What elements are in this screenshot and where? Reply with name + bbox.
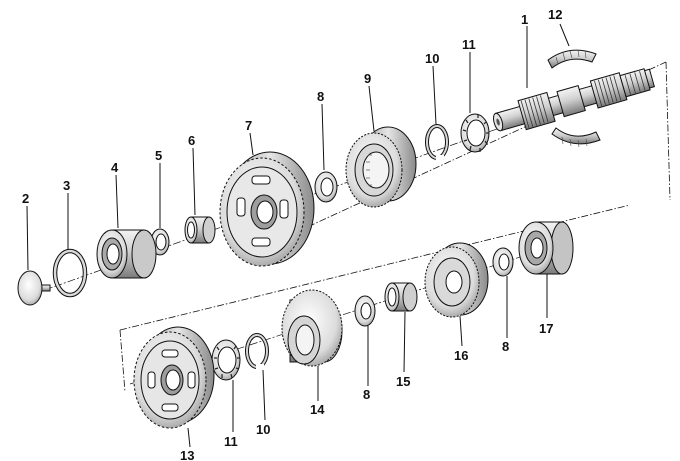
callout-10-bottom: 10 [256,422,270,437]
synchro-ring-bottom [211,339,241,381]
ball-bearing-top [96,229,157,279]
ball-bearing-bottom [518,221,574,275]
callout-8-middle: 8 [363,387,370,402]
pin-disc-top [17,270,51,306]
callout-17: 17 [539,321,553,336]
callout-labels: 1 12 11 10 9 8 7 6 5 4 3 2 17 8 16 15 8 … [22,7,562,461]
callout-1: 1 [521,12,528,27]
needle-bearing-halves [547,49,601,148]
bushing-top [184,216,216,244]
callout-2: 2 [22,191,29,206]
callout-8-top: 8 [317,89,324,104]
main-shaft-part [493,68,656,132]
circlip-top [425,124,449,161]
retaining-ring-top [52,248,88,298]
bushing-bottom [384,282,418,312]
callout-13: 13 [180,448,194,461]
callout-10-top: 10 [425,51,439,66]
callout-16: 16 [454,348,468,363]
callout-8-right: 8 [502,339,509,354]
callout-4: 4 [111,160,119,175]
gear-with-sleeve-bottom [281,289,343,367]
synchro-ring-top [460,113,490,153]
leader-lines [26,23,570,448]
gear-bottom-16 [424,242,489,318]
large-gear-top [219,151,315,267]
callout-14: 14 [310,402,325,417]
callout-9: 9 [364,71,371,86]
thrust-washer-bottom-middle [354,295,376,327]
callout-3: 3 [63,178,70,193]
callout-7: 7 [245,118,252,133]
callout-15: 15 [396,374,410,389]
callout-5: 5 [155,148,162,163]
callout-12: 12 [548,7,562,22]
circlip-bottom [245,333,269,370]
callout-11-bottom: 11 [224,434,238,449]
callout-6: 6 [188,133,195,148]
gear-with-sleeve-top [345,126,417,208]
thrust-washer-bottom-right [492,247,514,277]
large-gear-bottom [133,326,215,429]
thrust-washer-top [314,171,338,203]
callout-11-top: 11 [462,37,476,52]
